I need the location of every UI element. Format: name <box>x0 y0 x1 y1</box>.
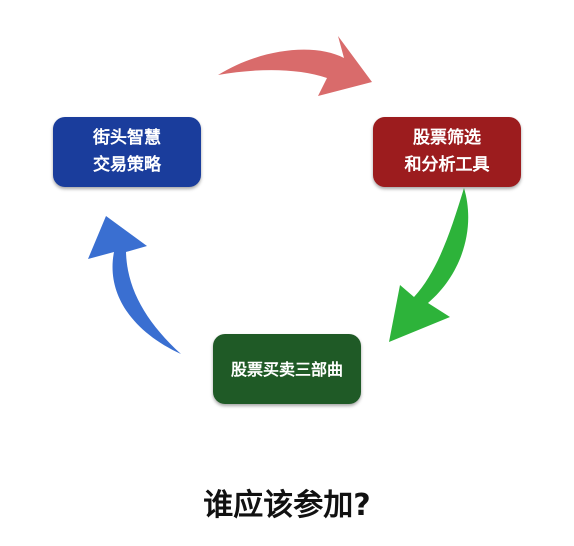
curved-arrow-up-icon <box>88 216 181 354</box>
node-street-smart-strategy: 街头智慧 交易策略 <box>53 117 201 187</box>
node-bottom-label: 股票买卖三部曲 <box>230 359 343 379</box>
node-left-line1: 街头智慧 <box>93 128 161 148</box>
curved-arrow-down-left-icon <box>389 188 469 342</box>
node-right-line2: 和分析工具 <box>404 155 490 175</box>
node-stock-screening-tools: 股票筛选 和分析工具 <box>373 117 521 187</box>
curved-arrow-right-icon <box>218 36 372 96</box>
question-heading: 谁应该参加? <box>203 488 371 523</box>
node-left-line2: 交易策略 <box>93 155 161 175</box>
node-right-line1: 股票筛选 <box>413 128 481 148</box>
node-stock-trading-trilogy: 股票买卖三部曲 <box>213 334 361 404</box>
